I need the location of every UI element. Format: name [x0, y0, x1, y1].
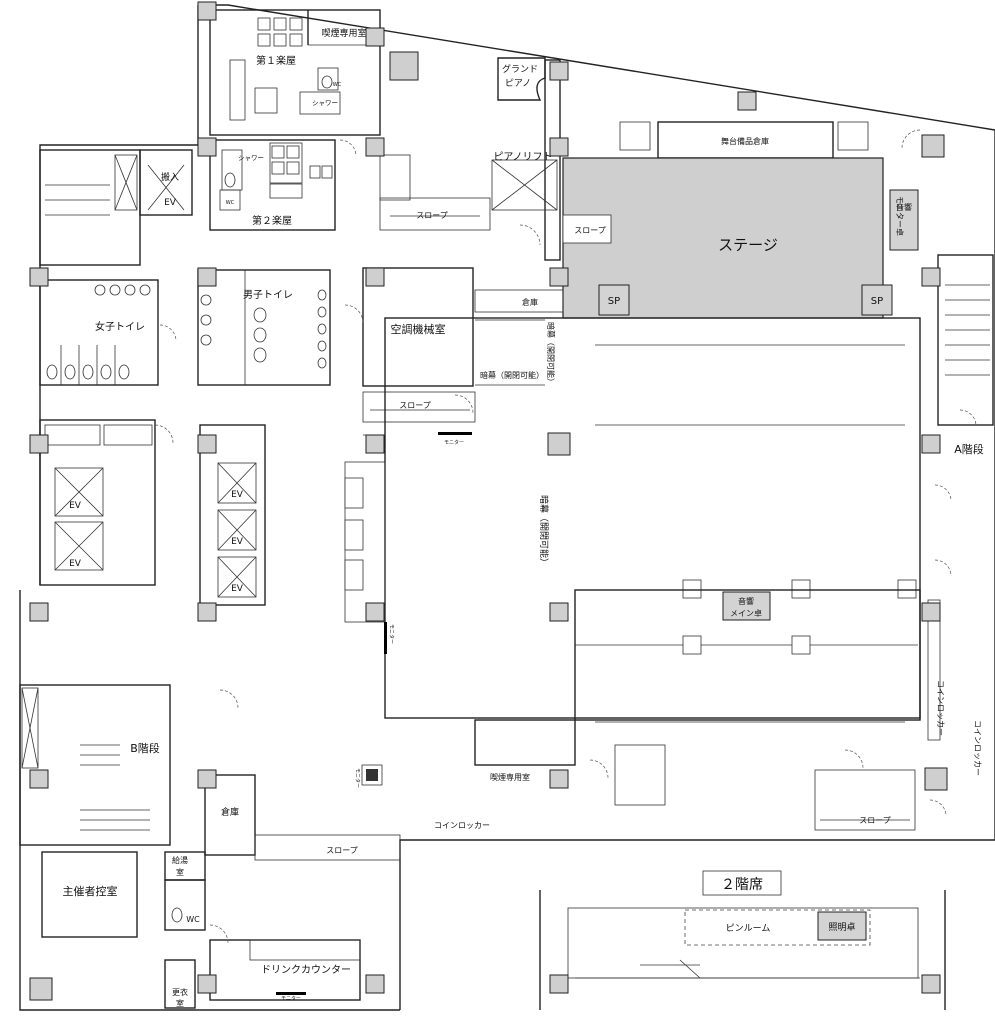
drink-counter-label: ドリンクカウンター: [261, 964, 351, 976]
mens-toilet-label: 男子トイレ: [243, 289, 293, 301]
stage-slope-label: スロープ: [574, 226, 606, 235]
monitor-2-label: モニター: [388, 624, 395, 644]
sound-main-label-2: メイン卓: [730, 608, 762, 618]
storage-bottom-label: 倉庫: [221, 806, 239, 818]
stairs-b-label: B階段: [130, 741, 160, 755]
organizer-room-label: 主催者控室: [63, 884, 118, 898]
stairs-a-label: A階段: [954, 442, 984, 456]
changing-label-2: 室: [176, 998, 184, 1008]
monitor-bar-1: [438, 432, 472, 435]
grand-piano-label-2: ピアノ: [505, 78, 531, 89]
balcony-title-box: [702, 870, 782, 896]
hvac-area: [362, 154, 564, 423]
left-upper-block: [39, 149, 193, 266]
shower-1-label: シャワー: [312, 99, 338, 107]
speaker-left-label: SP: [608, 296, 620, 307]
coin-locker-right-1-label: コインロッカー: [936, 680, 945, 736]
kitchenette-label-1: 給湯: [172, 855, 188, 865]
wc-bottom-label: WC: [186, 915, 200, 924]
stage-area: [562, 121, 919, 319]
slope-bottom-right-label: スロープ: [859, 816, 891, 825]
elevator-bank: [39, 419, 266, 606]
speaker-left-box: [598, 284, 630, 316]
smoking-room-bottom-label: 喫煙専用室: [490, 772, 530, 782]
piano-area: [491, 57, 561, 261]
smoking-room-top-label: 喫煙専用室: [321, 27, 366, 39]
mens-toilet: [197, 269, 331, 386]
speaker-right-label: SP: [871, 296, 883, 307]
ev-right-1-label: EV: [231, 490, 244, 500]
loading-ev-label: EV: [164, 198, 177, 208]
bottom-rooms: [41, 719, 916, 1009]
ev-right-3-label: EV: [231, 584, 244, 594]
wc-small-2-label: WC: [226, 200, 235, 206]
curtain-vertical-mid-label: 暗幕（開閉可能）: [538, 495, 550, 567]
lighting-desk-label: 照明卓: [828, 921, 855, 933]
kitchenette-label-2: 室: [176, 867, 184, 877]
coin-locker-bottom-label: コインロッカー: [434, 821, 490, 830]
sound-main-label-1: 音響: [738, 596, 754, 606]
slope-top-label: スロープ: [416, 211, 448, 220]
ev-left-2-label: EV: [69, 559, 82, 569]
womens-toilet-label: 女子トイレ: [95, 320, 145, 333]
structural-pillars: [29, 1, 948, 1001]
balcony-title: ２階席: [721, 877, 763, 893]
speaker-right-box: [861, 284, 893, 316]
main-hall: [344, 317, 921, 723]
monitor-bar-2: [384, 622, 387, 654]
monitor-3-label: モニター: [354, 768, 361, 788]
dressing-room-2-label: 第２楽屋: [252, 214, 292, 227]
slope-mid-label: スロープ: [399, 401, 431, 410]
sound-main-desk: [722, 591, 771, 621]
stairs-a-block: [927, 254, 994, 741]
storage-small-label: 倉庫: [522, 297, 538, 307]
ev-right-2-label: EV: [231, 537, 244, 547]
shower-2-label: シャワー: [238, 154, 264, 162]
piano-lift-label: ピアノリフト: [493, 151, 552, 163]
loading-label: 搬入: [161, 171, 179, 183]
womens-toilet: [39, 279, 159, 386]
lighting-desk-box: [817, 911, 867, 941]
monitor-4-label: モニター: [281, 995, 301, 1002]
grand-piano-label-1: グランド: [502, 63, 538, 75]
dressing-room-1-label: 第１楽屋: [256, 54, 296, 67]
hvac-room-label: 空調機械室: [391, 322, 446, 336]
stairs-b-block: [19, 684, 171, 846]
sound-label: 音響: [896, 202, 912, 212]
balcony-inset: [539, 890, 946, 1010]
changing-label-1: 更衣: [172, 987, 188, 997]
curtain-horizontal-label: 暗幕（開閉可能）: [480, 370, 544, 380]
monitor-sound-label: モニター卓: [895, 196, 905, 236]
monitor-box-screen: [366, 769, 378, 781]
ev-left-1-label: EV: [69, 501, 82, 511]
monitor-1-label: モニター: [444, 439, 464, 446]
monitor-bar-3: [276, 992, 306, 995]
stage-label: ステージ: [718, 236, 778, 254]
coin-locker-right-2-label: コインロッカー: [973, 720, 982, 776]
stage-storage-label: 舞台備品倉庫: [721, 136, 769, 146]
pin-room-label: ピンルーム: [726, 923, 771, 934]
slope-bottom-left-label: スロープ: [326, 846, 358, 855]
wc-small-1-label: WC: [333, 82, 342, 88]
dressing-area: [209, 9, 381, 231]
curtain-vertical-top-label: 暗幕（開閉可能）: [546, 322, 556, 386]
door-swings: [154, 129, 977, 944]
